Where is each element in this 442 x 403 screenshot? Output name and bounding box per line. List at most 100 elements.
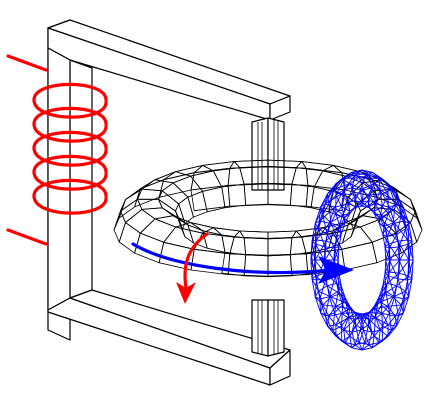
ring-mesh-edge bbox=[373, 306, 376, 317]
ring-mesh-edge bbox=[337, 273, 340, 292]
ring-mesh-edge bbox=[314, 296, 324, 306]
ring-mesh-edge bbox=[374, 305, 389, 310]
ring-mesh-edge bbox=[398, 259, 410, 274]
ring-mesh-edge bbox=[359, 189, 363, 203]
ring-mesh-edge bbox=[407, 259, 410, 277]
ring-mesh-edge bbox=[329, 290, 339, 298]
ring-mesh-edge bbox=[382, 234, 389, 245]
ring-mesh-edge bbox=[322, 296, 332, 306]
ring-mesh-edge bbox=[349, 324, 357, 337]
ring-mesh-edge bbox=[337, 285, 342, 292]
torus-facet bbox=[118, 222, 141, 254]
ring-mesh-edge bbox=[392, 285, 398, 298]
ring-mesh-edge bbox=[328, 203, 332, 224]
ring-mesh-edge bbox=[310, 241, 313, 261]
core-top-bar-end bbox=[269, 95, 291, 121]
torus-facet bbox=[229, 236, 269, 256]
ring-mesh-edge bbox=[398, 259, 409, 281]
core-right-post-upper-side bbox=[267, 117, 285, 191]
ring-mesh-edge bbox=[330, 293, 341, 298]
ring-mesh-edge bbox=[400, 304, 404, 313]
ring-mesh-edge bbox=[394, 222, 408, 241]
ring-mesh-edge bbox=[361, 201, 369, 207]
ring-mesh-edge bbox=[314, 203, 326, 224]
ring-mesh-edge bbox=[343, 175, 356, 191]
ring-mesh-edge bbox=[398, 246, 401, 261]
coil-turn-front bbox=[32, 194, 108, 215]
ring-mesh-edge bbox=[372, 342, 380, 349]
ring-mesh-edge bbox=[380, 304, 383, 327]
ring-mesh-edge bbox=[408, 275, 413, 280]
ring-mesh-edge bbox=[389, 206, 405, 222]
torus-facet bbox=[289, 183, 315, 209]
ring-mesh-edge bbox=[327, 193, 330, 204]
coil-turn-front bbox=[32, 98, 108, 119]
ring-mesh-edge bbox=[385, 222, 395, 230]
ring-mesh-edge bbox=[348, 200, 356, 203]
ring-mesh-edge bbox=[388, 243, 400, 261]
core-right-post-lower-side bbox=[267, 299, 285, 357]
ring-mesh-edge bbox=[375, 203, 382, 216]
ring-mesh-edge bbox=[384, 246, 390, 261]
ring-mesh-edge bbox=[388, 304, 402, 307]
ring-mesh-edge bbox=[378, 335, 389, 343]
ring-mesh-edge bbox=[368, 331, 373, 345]
ring-mesh-edge bbox=[367, 312, 377, 319]
ring-mesh-edge bbox=[368, 203, 376, 208]
ring-mesh-edge bbox=[364, 176, 383, 180]
ring-mesh-edge bbox=[332, 330, 337, 337]
coil-turn-back bbox=[32, 106, 108, 126]
ring-mesh-edge bbox=[340, 222, 346, 235]
ring-mesh-edge bbox=[343, 189, 349, 203]
ring-mesh-edge bbox=[328, 296, 336, 313]
ring-mesh-edge bbox=[375, 317, 389, 326]
ring-mesh-edge bbox=[355, 205, 363, 208]
ring-mesh-edge bbox=[407, 239, 410, 261]
torus-facet bbox=[267, 236, 307, 256]
ring-mesh-edge bbox=[330, 222, 338, 237]
ring-mesh-edge bbox=[358, 177, 365, 190]
ring-mesh-edge bbox=[388, 247, 391, 261]
ring-mesh-edge bbox=[400, 291, 407, 306]
torus-facet bbox=[190, 184, 231, 212]
ring-mesh-edge bbox=[378, 222, 387, 230]
ring-mesh-edge bbox=[310, 259, 317, 277]
ring-mesh-edge bbox=[394, 220, 405, 224]
ring-mesh-edge bbox=[354, 169, 363, 176]
ring-mesh-edge bbox=[322, 304, 330, 317]
ring-mesh-edge bbox=[379, 189, 383, 207]
ring-mesh-edge bbox=[341, 183, 351, 195]
magnetic-flux-arrow bbox=[131, 242, 354, 284]
ring-mesh-edge bbox=[363, 329, 372, 333]
ring-mesh-edge bbox=[317, 214, 324, 229]
torus-facet bbox=[158, 198, 180, 219]
ring-mesh-edge bbox=[373, 293, 385, 307]
ring-mesh-edge bbox=[323, 246, 326, 261]
core-frame bbox=[47, 19, 291, 386]
ring-mesh-edge bbox=[373, 213, 380, 219]
ring-mesh-edge bbox=[373, 308, 383, 314]
torus-facet bbox=[139, 218, 177, 243]
ring-mesh-edge bbox=[398, 228, 407, 247]
coil-turn-back bbox=[32, 154, 108, 174]
ring-mesh-edge bbox=[335, 243, 340, 248]
torus-facet bbox=[141, 207, 174, 220]
ring-mesh-edge bbox=[348, 316, 351, 337]
ring-mesh-edge bbox=[320, 189, 334, 208]
ring-mesh-edge bbox=[382, 193, 399, 205]
ring-mesh-edge bbox=[354, 200, 362, 203]
ring-mesh-edge bbox=[378, 330, 381, 343]
ring-mesh-edge bbox=[314, 239, 317, 261]
ring-mesh-edge bbox=[378, 222, 384, 235]
ring-mesh-edge bbox=[364, 177, 375, 185]
torus-facet bbox=[341, 241, 378, 271]
ring-mesh-edge bbox=[400, 207, 404, 216]
ring-mesh-edge bbox=[394, 296, 405, 300]
torus-facet bbox=[163, 226, 204, 250]
ring-mesh-edge bbox=[352, 187, 361, 191]
coil-turn-back bbox=[32, 178, 108, 198]
ring-mesh-edge bbox=[315, 272, 326, 277]
ring-mesh-edge bbox=[341, 340, 346, 344]
ring-mesh-edge bbox=[381, 304, 390, 314]
ring-mesh-edge bbox=[405, 222, 410, 230]
